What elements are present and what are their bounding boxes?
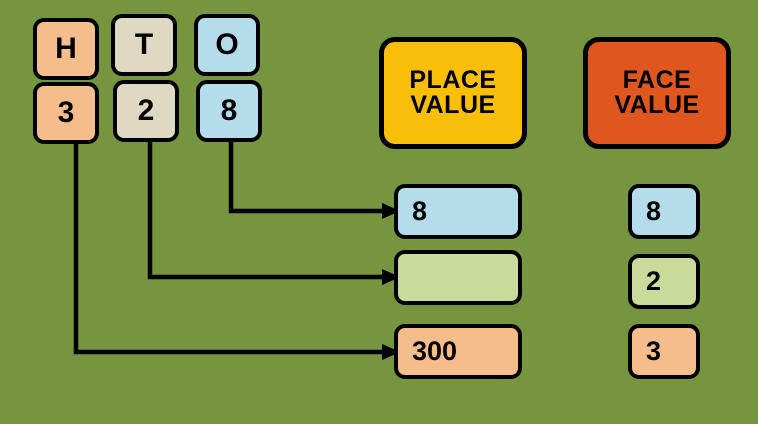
face-value-heading: FACE VALUE [583, 37, 731, 149]
face-value-ones-text: 8 [646, 196, 662, 226]
face-value-tens-text: 2 [646, 266, 662, 296]
place-value-box-ones[interactable]: 8 [394, 184, 522, 239]
digit-tile-hundreds: 3 [33, 82, 99, 144]
place-value-heading-line2: VALUE [410, 91, 496, 119]
header-label-tens: T [134, 28, 154, 61]
face-value-box-hundreds[interactable]: 3 [628, 324, 700, 379]
header-tile-tens: T [111, 14, 177, 76]
digit-label-tens: 2 [137, 94, 155, 127]
face-value-heading-line1: FACE [622, 66, 692, 94]
place-value-ones-text: 8 [412, 196, 428, 226]
face-value-box-ones[interactable]: 8 [628, 184, 700, 239]
connector-ones [228, 142, 400, 219]
header-label-ones: O [215, 28, 239, 61]
header-label-hundreds: H [55, 32, 77, 65]
digit-tile-ones: 8 [196, 80, 262, 142]
digit-label-hundreds: 3 [57, 96, 75, 129]
place-value-box-hundreds[interactable]: 300 [394, 324, 522, 379]
place-value-hundreds-text: 300 [412, 336, 458, 366]
place-value-box-tens[interactable] [394, 250, 522, 305]
face-value-heading-line2: VALUE [614, 91, 700, 119]
connector-hundreds [73, 142, 400, 360]
face-value-box-tens[interactable]: 2 [628, 254, 700, 309]
place-value-heading: PLACE VALUE [379, 37, 527, 149]
header-tile-ones: O [194, 14, 260, 76]
face-value-hundreds-text: 3 [646, 336, 662, 366]
digit-tile-tens: 2 [113, 80, 179, 142]
connector-tens [147, 142, 400, 285]
header-tile-hundreds: H [33, 18, 99, 80]
digit-label-ones: 8 [220, 94, 238, 127]
place-value-heading-line1: PLACE [409, 66, 497, 94]
